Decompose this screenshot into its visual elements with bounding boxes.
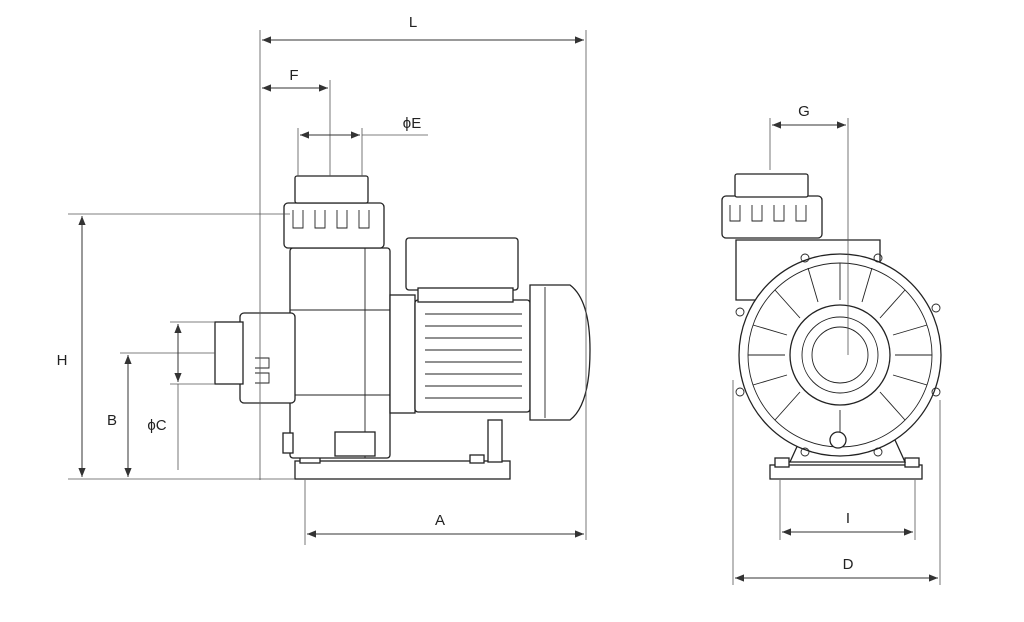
- fan-cover: [529, 284, 591, 421]
- motor-support: [487, 419, 503, 463]
- cooling-fins: [425, 313, 522, 399]
- side-view-dimensions: [68, 30, 587, 545]
- inlet-pipe: [214, 321, 244, 385]
- front-view: [721, 173, 942, 480]
- front-outlet-union-nut: [721, 195, 823, 239]
- label-I: I: [846, 510, 850, 527]
- inlet-port-outer: [789, 304, 891, 406]
- side-view: [214, 175, 591, 480]
- outlet-pipe: [294, 175, 369, 204]
- label-D: D: [843, 556, 854, 573]
- bolt-holes: [735, 253, 941, 457]
- front-base-plate: [769, 464, 923, 480]
- drain-plug: [829, 431, 847, 449]
- housing-ribs: [748, 263, 932, 447]
- front-view-dimensions: [732, 118, 941, 585]
- front-outlet-pipe: [734, 173, 809, 198]
- base-plate: [294, 460, 511, 480]
- label-C: ϕC: [147, 417, 166, 434]
- housing-flange: [389, 294, 416, 414]
- label-A: A: [435, 512, 445, 529]
- label-H: H: [57, 352, 68, 369]
- label-L: L: [409, 14, 417, 31]
- label-E: ϕE: [403, 115, 421, 132]
- label-G: G: [798, 103, 810, 120]
- motor-body: [414, 299, 531, 413]
- label-B: B: [107, 412, 117, 429]
- terminal-box: [405, 237, 519, 291]
- inlet-port-inner: [811, 326, 869, 384]
- label-F: F: [289, 67, 298, 84]
- pump-housing: [289, 247, 391, 459]
